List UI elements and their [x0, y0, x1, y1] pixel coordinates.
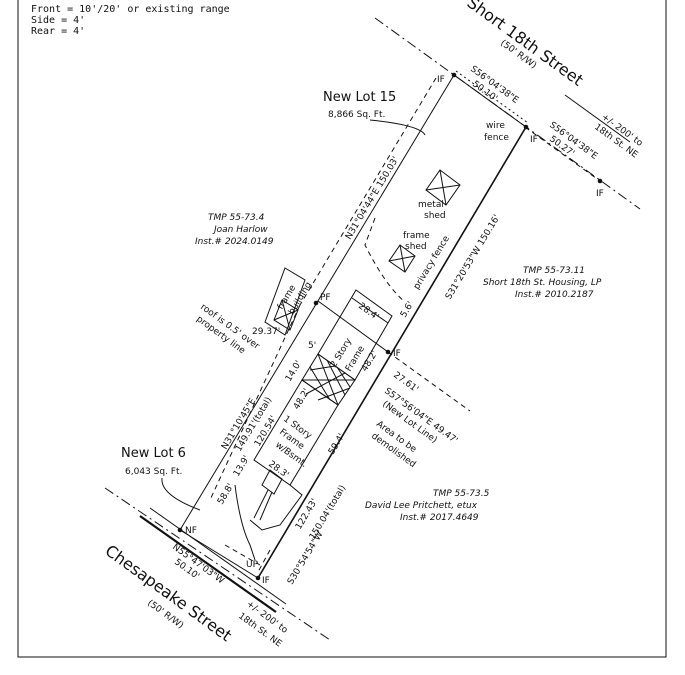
if-marker-label: IF [596, 189, 604, 199]
house-one-story [249, 379, 339, 531]
frame-building [264, 267, 306, 336]
fence-left-upper [299, 77, 437, 306]
shed-enclosure [364, 217, 406, 303]
left-upper-bearing: N31°04'44"E 150.03' [344, 155, 401, 241]
chesapeake-curb [139, 515, 277, 613]
if-marker-label: IF [530, 135, 538, 145]
if-marker-label: IF [262, 576, 270, 586]
neighbor-tmp: TMP 55-73.5 [433, 489, 490, 499]
setback-rear: Rear = 4' [31, 26, 85, 37]
neighbor-owner: David Lee Pritchett, etux [365, 501, 478, 511]
right-upper-bearing: S31°20'53"W 150.16' [444, 213, 502, 301]
neighbor-owner: Short 18th St. Housing, LP [483, 278, 602, 288]
dim-13-9: 13.9' [232, 454, 252, 478]
metal-shed-label: shed [424, 211, 446, 221]
if-marker-label: IF [437, 75, 445, 85]
walk-dashed [224, 544, 271, 573]
frame-shed-label: frame [403, 231, 430, 241]
neighbor-inst: Inst.# 2024.0149 [195, 237, 274, 247]
pf-marker-label: PF [320, 293, 331, 303]
neighbor-tmp: TMP 55-73.4 [208, 213, 265, 223]
iron-found-markers [177, 72, 603, 581]
metal-shed-label: metal [418, 200, 444, 210]
neighbor-inst: Inst.# 2017.4649 [400, 513, 479, 523]
new-lot-line-extension [387, 351, 471, 412]
lot15-leader [369, 119, 426, 136]
lot6-name: New Lot 6 [121, 446, 186, 461]
dim-59-4: 59.4' [327, 432, 347, 456]
frame-shed-label: shed [405, 242, 427, 252]
lot15-name: New Lot 15 [323, 90, 396, 105]
if-marker-label: IF [393, 349, 401, 359]
lot6-area: 6,043 Sq. Ft. [125, 467, 182, 477]
frame-shed [388, 244, 416, 273]
right-total-distance: 150.04'(total) [308, 484, 348, 542]
short18-extension [524, 126, 601, 182]
wire-fence-label: wire [486, 121, 505, 131]
front-lot-line [179, 529, 259, 579]
lot15-area: 8,866 Sq. Ft. [328, 110, 385, 120]
dim-5: 5' [308, 341, 316, 351]
offset-29-37: 29.37' [252, 327, 280, 337]
setback-side: Side = 4' [31, 15, 85, 26]
lot6-leader [161, 477, 201, 511]
right-lower-bearing: S30°54'54"W [286, 530, 326, 587]
chesapeake-sidewalk [149, 507, 287, 605]
up-marker-label: UP [246, 560, 259, 570]
metal-shed [425, 169, 461, 206]
neighbor-tmp: TMP 55-73.11 [523, 266, 585, 276]
new-lot-line [317, 300, 389, 353]
right-lot-line [257, 126, 527, 579]
rear-lot-line [453, 74, 527, 128]
short18-arrow [564, 94, 631, 143]
setback-front: Front = 10'/20' or existing range [31, 4, 230, 15]
neighbor-owner: Joan Harlow [212, 225, 268, 235]
drawing-border [17, 0, 667, 658]
walkway [234, 484, 256, 561]
dim-14-0: 14.0' [284, 359, 304, 383]
nf-marker-label: NF [185, 526, 197, 536]
neighbor-inst: Inst.# 2010.2187 [515, 290, 594, 300]
chesapeake-centerline [104, 487, 331, 641]
dim-58-8: 58.8' [216, 482, 236, 506]
chesapeake-name: Chesapeake Street [102, 541, 236, 645]
wire-fence-label: fence [484, 133, 509, 143]
